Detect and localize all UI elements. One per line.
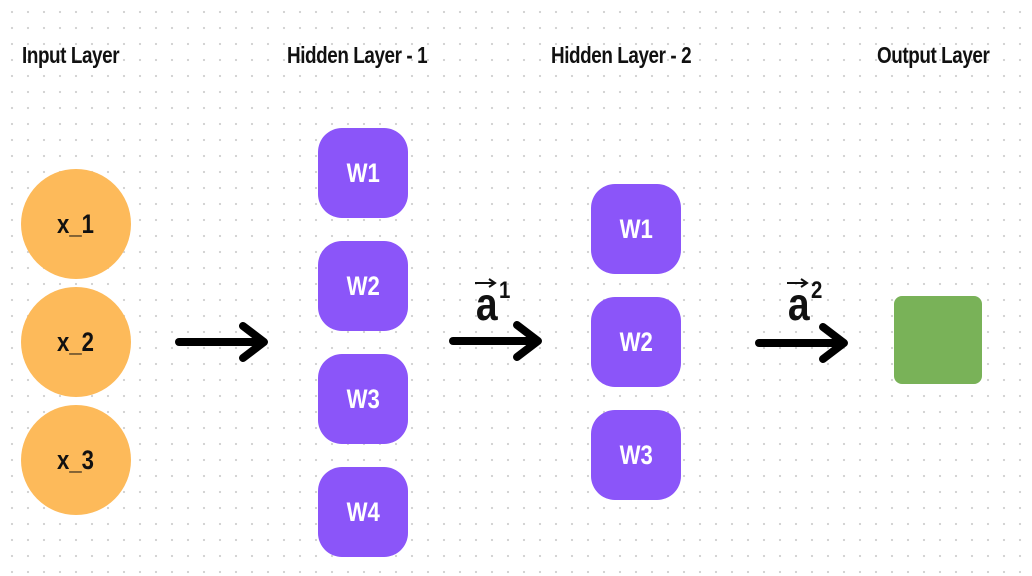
hidden-layer-2-title: Hidden Layer - 2 [551,42,692,68]
arrow-hidden2-to-output [755,323,848,363]
activation-a1-superscript: 1 [498,277,510,304]
arrow-input-to-hidden1 [175,322,268,362]
activation-a2-label: a2 [786,277,825,330]
activation-a1-label: a1 [474,277,513,330]
activation-a1-symbol: a [475,278,498,330]
input-node-x1: x_1 [21,169,131,279]
vector-arrow-icon [475,278,497,288]
output-node [894,296,982,384]
vector-arrow-icon [787,278,809,288]
hidden1-node-w4: W4 [318,467,408,557]
hidden-layer-1-title: Hidden Layer - 1 [287,42,428,68]
output-layer-title: Output Layer [877,42,990,68]
input-node-x2: x_2 [21,287,131,397]
hidden2-node-w2: W2 [591,297,681,387]
hidden2-node-w3: W3 [591,410,681,500]
activation-a2-superscript: 2 [810,277,822,304]
hidden1-node-w3: W3 [318,354,408,444]
activation-a2-symbol: a [787,278,810,330]
hidden1-node-w1: W1 [318,128,408,218]
input-node-x3: x_3 [21,405,131,515]
hidden1-node-w2: W2 [318,241,408,331]
input-layer-title: Input Layer [22,42,120,68]
hidden2-node-w1: W1 [591,184,681,274]
